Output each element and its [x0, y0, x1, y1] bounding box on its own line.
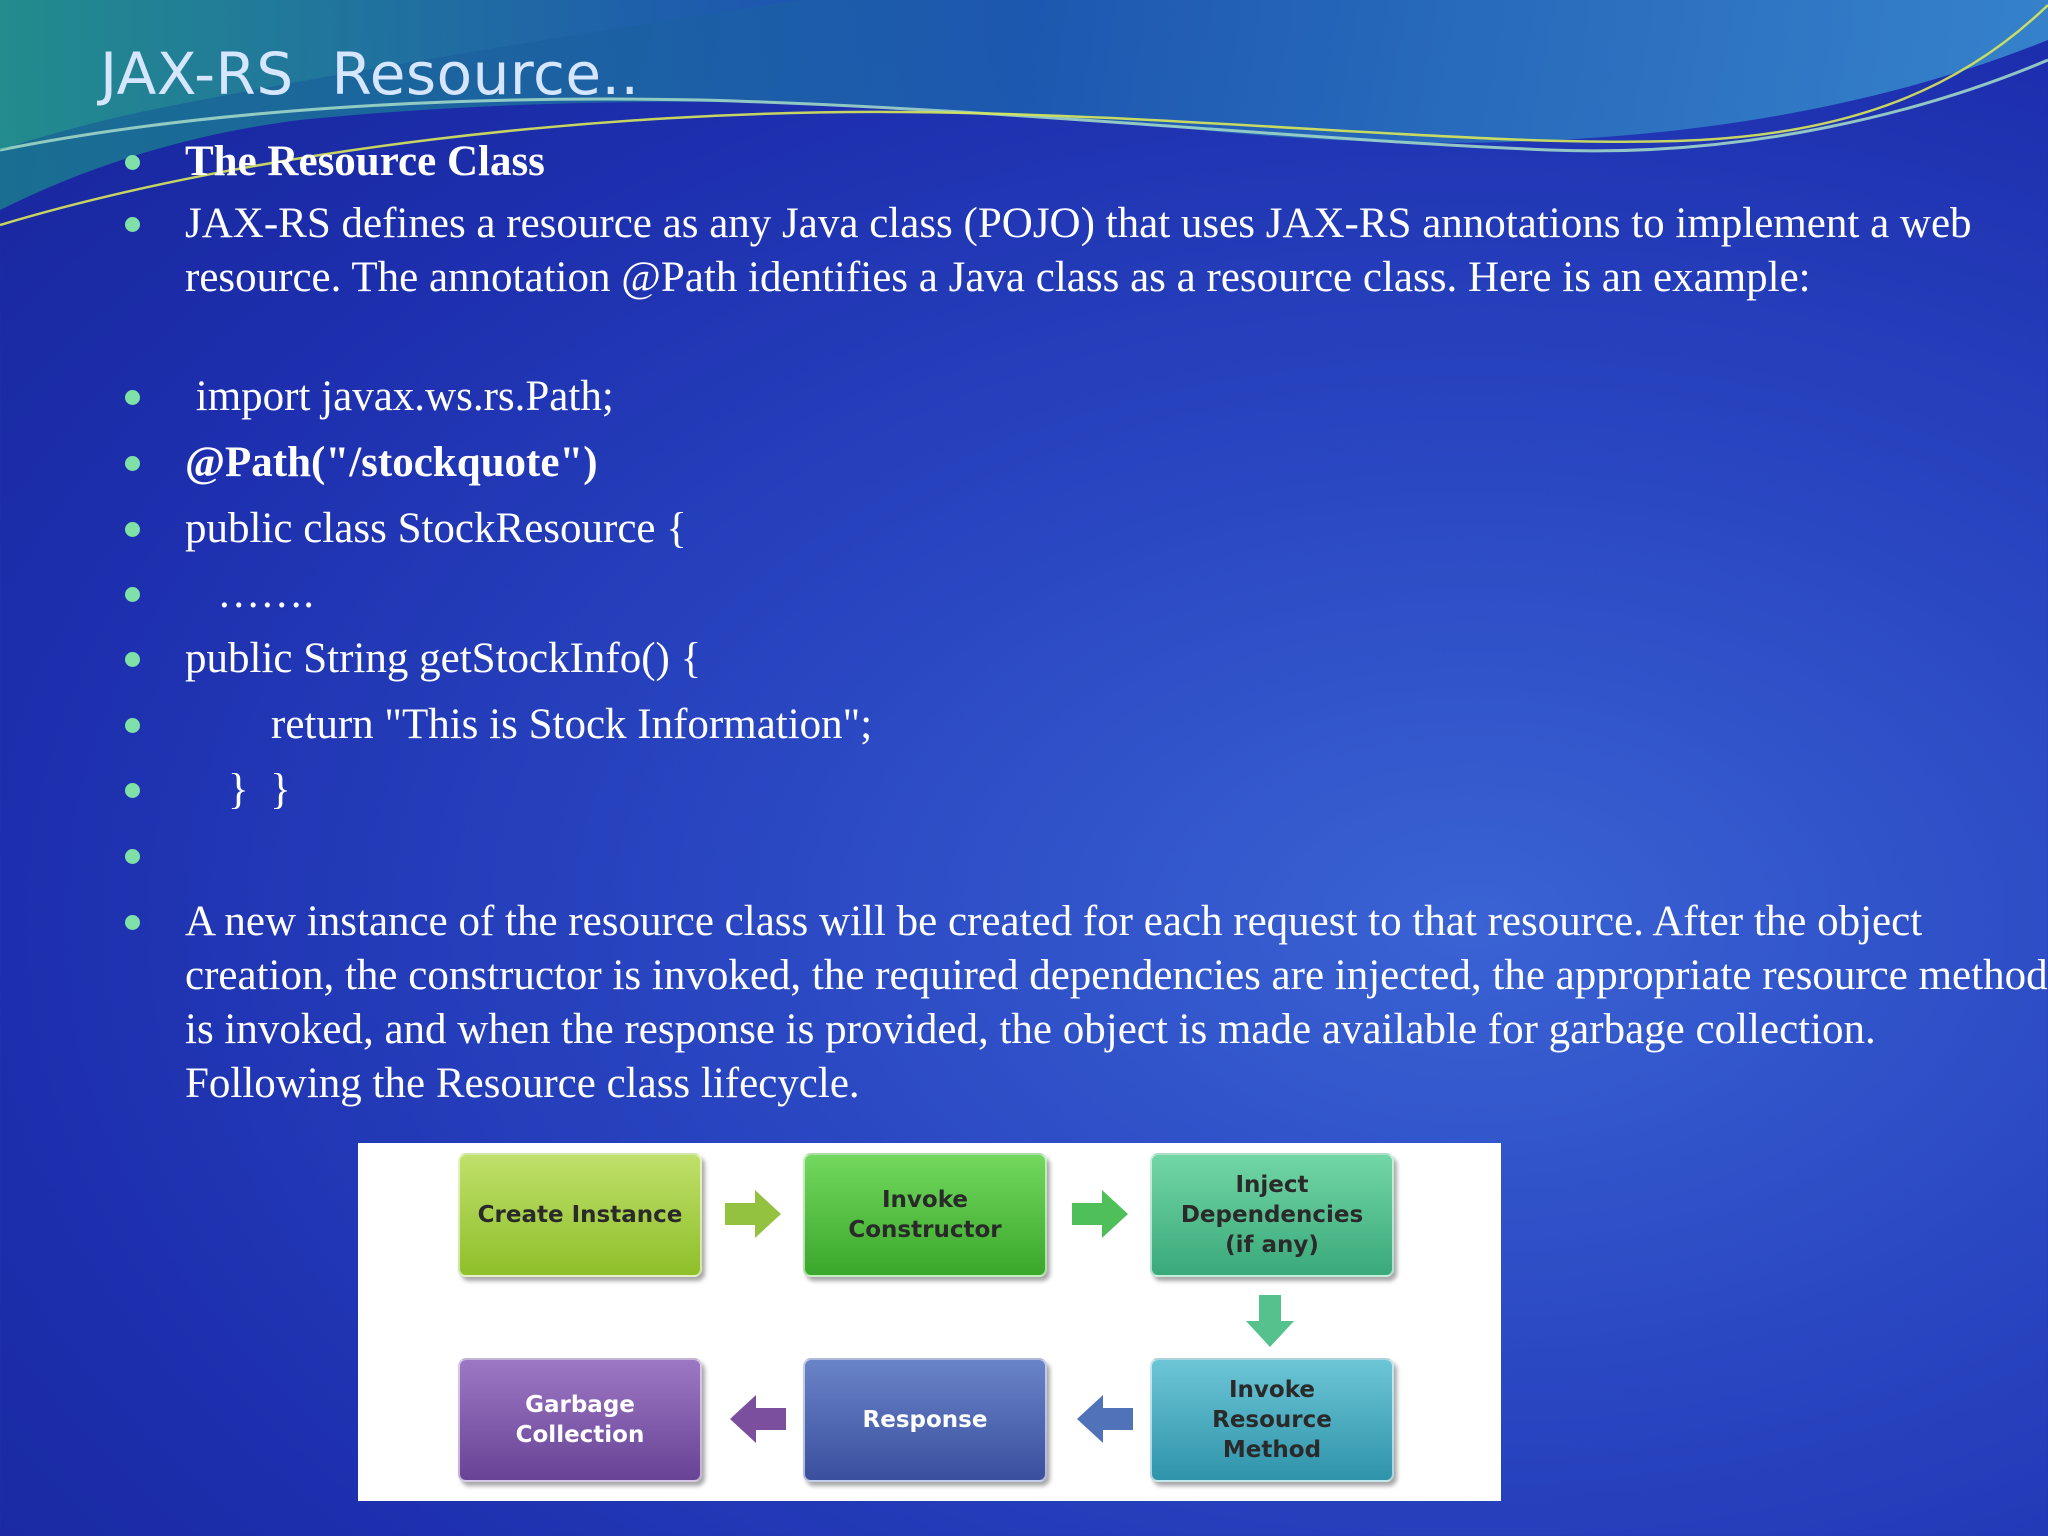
bullet-dot-icon	[125, 522, 140, 537]
bullet-text: @Path("/stockquote")	[185, 439, 598, 486]
bullet-dot-icon	[125, 849, 140, 864]
arrow-right-icon	[725, 1190, 781, 1238]
lifecycle-diagram: Create Instance Invoke Constructor Injec…	[358, 1143, 1501, 1501]
arrow-left-icon	[1077, 1395, 1133, 1443]
slide-title: JAX-RS Resource..	[100, 40, 640, 108]
bullet-dot-icon	[125, 217, 140, 232]
box-inject-dependencies: Inject Dependencies (if any)	[1150, 1153, 1394, 1277]
box-response: Response	[803, 1358, 1047, 1482]
bullet-dot-icon	[125, 783, 140, 798]
bullet-dot-icon	[125, 915, 140, 930]
arrow-right-icon	[1072, 1190, 1128, 1238]
box-garbage-collection: Garbage Collection	[458, 1358, 702, 1482]
header-wave-decoration	[0, 0, 2048, 227]
bullet-dot-icon	[125, 390, 140, 405]
bullet-dot-icon	[125, 652, 140, 667]
box-create-instance: Create Instance	[458, 1153, 702, 1277]
bullet-dot-icon	[125, 587, 140, 602]
bullet-text: …….	[185, 570, 314, 617]
box-invoke-constructor: Invoke Constructor	[803, 1153, 1047, 1277]
bullet-text: return "This is Stock Information";	[185, 701, 873, 748]
bullet-text: public class StockResource {	[185, 505, 687, 552]
bullet-text: A new instance of the resource class wil…	[185, 898, 2048, 1107]
bullet-text: public String getStockInfo() {	[185, 635, 702, 682]
bullet-dot-icon	[125, 155, 140, 170]
bullet-dot-icon	[125, 456, 140, 471]
bullet-text: JAX-RS defines a resource as any Java cl…	[185, 200, 1983, 301]
bullet-text: import javax.ws.rs.Path;	[185, 373, 614, 420]
bullet-text: } }	[185, 766, 291, 813]
arrow-down-icon	[1246, 1295, 1294, 1347]
bullet-text: The Resource Class	[185, 138, 545, 185]
box-invoke-resource-method: Invoke Resource Method	[1150, 1358, 1394, 1482]
bullet-dot-icon	[125, 718, 140, 733]
arrow-left-icon	[730, 1395, 786, 1443]
